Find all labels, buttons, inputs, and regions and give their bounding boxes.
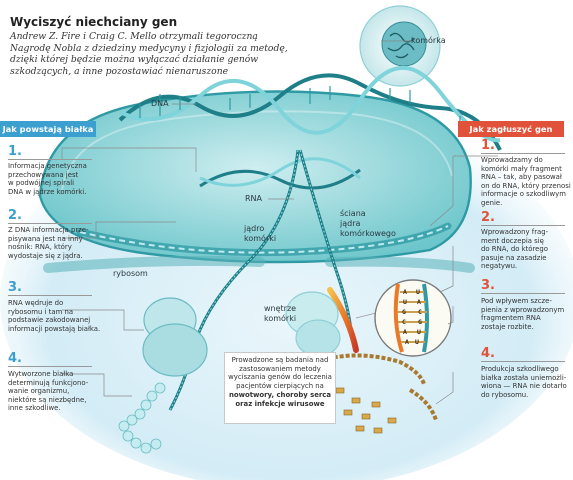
- label-cytoplasm: wnętrze komórki: [264, 304, 297, 323]
- base-top-3: G: [402, 308, 406, 316]
- right-step-3-rule: [481, 293, 565, 294]
- right-step-1-number: 1.: [481, 138, 495, 153]
- base-top-5: A: [403, 328, 407, 336]
- base-top-6: A: [405, 338, 409, 346]
- base-bottom-6: U: [415, 338, 419, 346]
- label-ribosome: rybosom: [113, 269, 148, 278]
- left-step-3-rule: [8, 295, 92, 296]
- left-step-4-rule: [8, 366, 92, 367]
- base-bottom-3: C: [418, 308, 422, 316]
- cell-illustration: [359, 5, 441, 87]
- left-step-2-number: 2.: [8, 208, 22, 223]
- page-subtitle: Andrew Z. Fire i Craig C. Mello otrzymal…: [10, 31, 288, 77]
- label-dna: DNA: [151, 99, 169, 108]
- right-step-2-rule: [481, 225, 565, 226]
- left-step-3-text: RNA wędruje do rybosomu i tam na podstaw…: [8, 299, 101, 333]
- label-cell: komórka: [411, 36, 446, 45]
- leader-lines: [61, 40, 498, 405]
- base-top-4: C: [402, 318, 406, 326]
- dna-helix: [118, 65, 502, 190]
- right-step-1-text: Wprowadzamy do komórki mały fragment RNA…: [481, 156, 571, 207]
- right-step-4-rule: [481, 361, 565, 362]
- base-bottom-1: U: [416, 288, 420, 296]
- right-step-1-rule: [481, 153, 565, 154]
- broken-rna-fragments: [321, 353, 438, 434]
- right-step-2-text: Wprowadzony frag- ment doczepia się do R…: [481, 228, 549, 271]
- left-step-3-number: 3.: [8, 280, 22, 295]
- left-step-1-number: 1.: [8, 144, 22, 159]
- label-rna: RNA: [245, 194, 263, 203]
- ribosome-right-illustration: [285, 291, 341, 357]
- left-step-1-text: Informacja genetyczna przechowywana jest…: [8, 162, 87, 196]
- callout-text: Prowadzone są badania nad zastosowaniem …: [228, 356, 332, 391]
- left-step-2-rule: [8, 223, 92, 224]
- callout-bold-text: nowotwory, choroby serca oraz infekcje w…: [228, 390, 332, 408]
- label-nucleus: jądro komórki: [244, 224, 277, 243]
- right-step-3-text: Pod wpływem szcze- pienia z wprowadzonym…: [481, 297, 565, 331]
- base-bottom-4: G: [418, 318, 422, 326]
- left-step-1-rule: [8, 159, 92, 160]
- left-step-4-number: 4.: [8, 351, 22, 366]
- base-pair-zoom: A U G C A A U A C G U U: [355, 279, 452, 357]
- research-callout: Prowadzone są badania nad zastosowaniem …: [224, 352, 336, 424]
- label-nuclear-wall: ściana jądra komórkowego: [340, 209, 396, 238]
- right-step-2-number: 2.: [481, 210, 495, 225]
- right-step-3-number: 3.: [481, 278, 495, 293]
- base-top-2: U: [403, 298, 407, 306]
- left-step-2-text: Z DNA informacja prze- pisywana jest na …: [8, 226, 89, 260]
- left-panel-heading: Jak powstają białka: [0, 121, 96, 137]
- left-step-4-text: Wytworzone białka determinują funkcjono-…: [8, 370, 89, 413]
- base-top-1: A: [403, 288, 407, 296]
- right-panel-heading: Jak zagłuszyć gen: [458, 121, 564, 137]
- base-bottom-5: U: [417, 328, 421, 336]
- right-step-4-number: 4.: [481, 346, 495, 361]
- base-bottom-2: A: [417, 298, 421, 306]
- protein-chain: [118, 382, 166, 454]
- ribosome-illustration: [142, 297, 208, 377]
- sirna-fragment: [327, 287, 359, 353]
- page-title: Wyciszyć niechciany gen: [10, 15, 178, 29]
- right-step-4-text: Produkcja szkodliwego białka została uni…: [481, 365, 567, 399]
